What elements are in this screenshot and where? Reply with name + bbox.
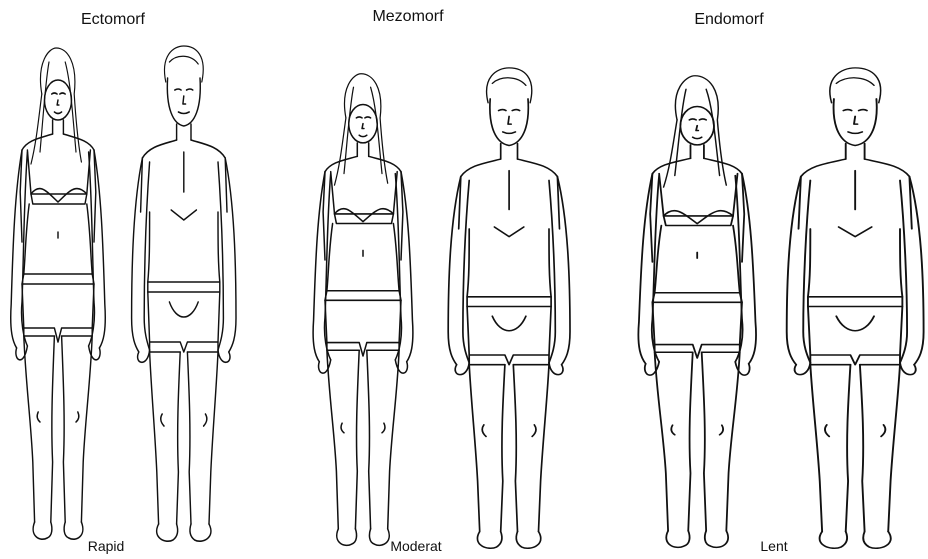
ectomorph-male-figure <box>132 46 236 541</box>
mesomorph-female-figure <box>313 74 413 546</box>
ectomorph-female-figure <box>11 48 106 539</box>
endomorph-male-figure <box>787 68 924 548</box>
endomorph-female-figure <box>638 76 756 548</box>
mesomorph-male-figure <box>448 68 570 548</box>
